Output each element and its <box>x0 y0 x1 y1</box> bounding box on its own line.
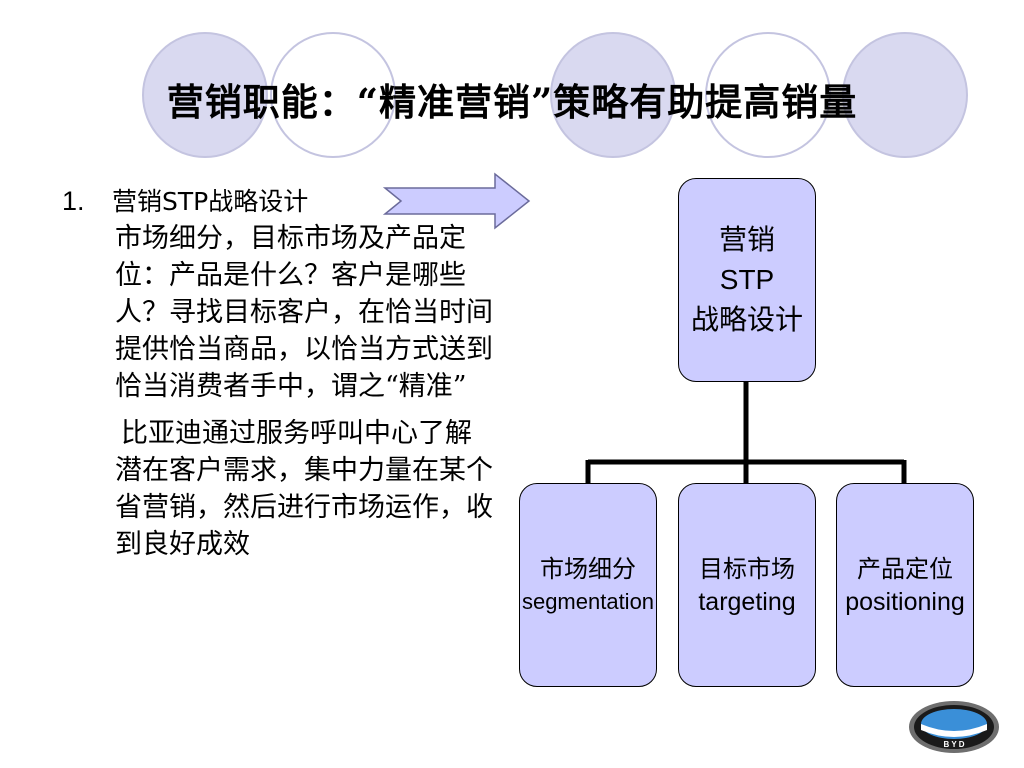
segmentation-label-zh: 市场细分 <box>540 555 636 583</box>
decorative-circles <box>142 32 968 158</box>
paragraph-definition: 市场细分，目标市场及产品定位：产品是什么？客户是哪些人？寻找目标客户，在恰当时间… <box>115 223 493 402</box>
segmentation-label-en: segmentation <box>521 589 655 614</box>
targeting-label-zh: 目标市场 <box>699 555 795 583</box>
root-label-line3: 战略设计 <box>690 303 803 336</box>
targeting-box: 目标市场 targeting <box>678 483 816 687</box>
positioning-label-zh: 产品定位 <box>857 555 953 583</box>
list-number: 1. <box>62 186 85 216</box>
positioning-box: 产品定位 positioning <box>836 483 974 687</box>
slide-title: 营销职能：“精准营销”策略有助提高销量 <box>166 80 858 124</box>
list-item-heading: 1. 营销STP战略设计 <box>62 183 502 220</box>
slide-body: 1. 营销STP战略设计 市场细分，目标市场及产品定位：产品是什么？客户是哪些人… <box>62 183 502 563</box>
root-label-line2: STP <box>719 264 775 295</box>
segmentation-box: 市场细分 segmentation <box>519 483 657 687</box>
list-heading: 营销STP战略设计 <box>112 187 309 216</box>
byd-logo: B Y D <box>909 701 999 753</box>
targeting-label-en: targeting <box>698 588 796 616</box>
svg-text:B Y D: B Y D <box>943 740 964 749</box>
paragraph-example: 比亚迪通过服务呼叫中心了解潜在客户需求，集中力量在某个省营销，然后进行市场运作，… <box>115 418 493 560</box>
root-label-line1: 营销 <box>718 223 775 256</box>
positioning-label-en: positioning <box>845 588 965 616</box>
right-arrow-icon <box>383 172 531 230</box>
stp-root-box: 营销 STP 战略设计 <box>678 178 816 382</box>
